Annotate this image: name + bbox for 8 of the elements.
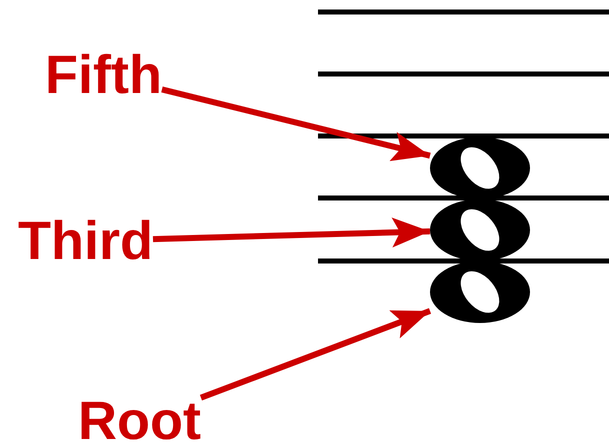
whole-note (430, 199, 530, 261)
chord-tone-label: Third (18, 214, 153, 268)
whole-note (430, 261, 530, 323)
arrow (152, 217, 430, 248)
chord-tone-label: Fifth (45, 48, 162, 102)
arrow (200, 308, 432, 401)
chord-tone-label: Root (78, 394, 201, 446)
arrow (161, 86, 431, 162)
